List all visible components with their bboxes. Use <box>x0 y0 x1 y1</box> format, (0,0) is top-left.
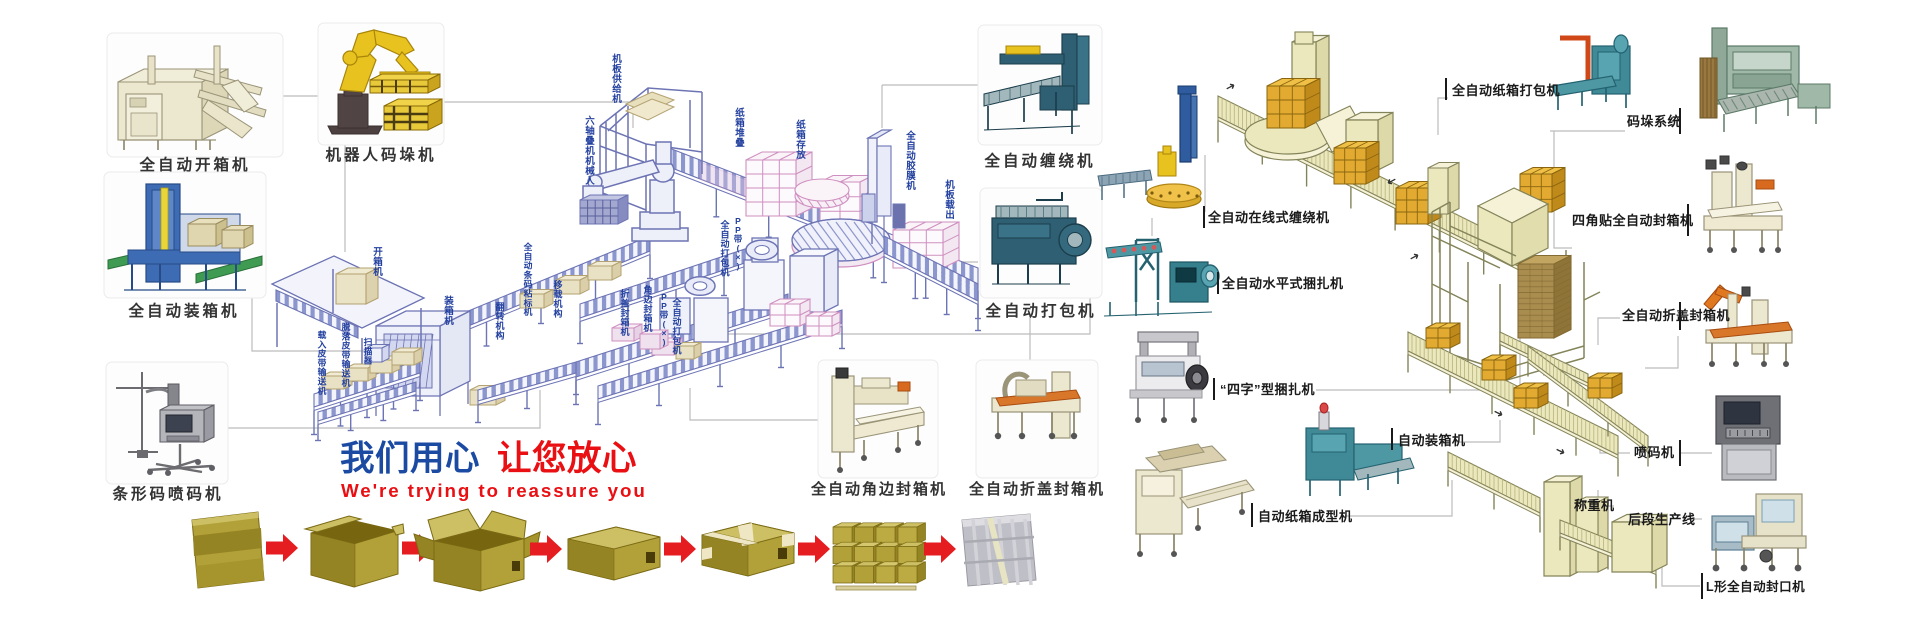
svg-text:全自动纸箱打包机: 全自动纸箱打包机 <box>1451 83 1560 98</box>
svg-text:载入皮带输送机: 载入皮带输送机 <box>317 329 327 396</box>
svg-text:全自动在线式缠绕机: 全自动在线式缠绕机 <box>1207 210 1330 225</box>
svg-text:让您放心: 让您放心 <box>497 440 637 478</box>
svg-text:全自动打包机: 全自动打包机 <box>671 297 682 356</box>
svg-text:后段生产线: 后段生产线 <box>1628 512 1696 527</box>
svg-text:扫描器: 扫描器 <box>363 336 373 366</box>
svg-text:机板供给机: 机板供给机 <box>611 53 622 105</box>
svg-text:全自动缠绕机: 全自动缠绕机 <box>983 151 1095 170</box>
svg-text:条形码喷码机: 条形码喷码机 <box>111 484 223 503</box>
svg-text:机板载出: 机板载出 <box>945 179 955 221</box>
svg-text:码垛系统: 码垛系统 <box>1627 114 1681 129</box>
svg-text:开箱机: 开箱机 <box>372 247 383 278</box>
svg-text:角边封箱机: 角边封箱机 <box>642 284 653 333</box>
svg-text:自动装箱机: 自动装箱机 <box>1398 433 1466 448</box>
svg-text:全自动折盖封箱机: 全自动折盖封箱机 <box>968 480 1105 498</box>
svg-text:“四字”型捆扎机: “四字”型捆扎机 <box>1220 382 1315 397</box>
svg-text:全自动开箱机: 全自动开箱机 <box>138 155 250 174</box>
svg-text:全自动水平式捆扎机: 全自动水平式捆扎机 <box>1221 276 1344 291</box>
svg-text:全自动折盖封箱机: 全自动折盖封箱机 <box>1621 308 1730 323</box>
svg-text:自动纸箱成型机: 自动纸箱成型机 <box>1258 509 1353 524</box>
svg-text:机器人码垛机: 机器人码垛机 <box>325 145 436 164</box>
svg-text:我们用心: 我们用心 <box>340 440 480 478</box>
svg-text:We're trying to reassure you: We're trying to reassure you <box>341 480 647 501</box>
svg-text:全自动装箱机: 全自动装箱机 <box>127 301 239 320</box>
svg-text:折盖封箱机: 折盖封箱机 <box>620 288 629 337</box>
svg-text:四角贴全自动封箱机: 四角贴全自动封箱机 <box>1572 213 1694 228</box>
svg-text:全自动条码粘标机: 全自动条码粘标机 <box>523 241 533 317</box>
svg-text:六轴叠机机械人: 六轴叠机机械人 <box>585 115 595 187</box>
svg-text:纸箱存放: 纸箱存放 <box>795 119 806 161</box>
svg-text:L形全自动封口机: L形全自动封口机 <box>1706 579 1805 594</box>
svg-text:全自动打包机: 全自动打包机 <box>719 219 730 278</box>
svg-text:全自动打包机: 全自动打包机 <box>984 301 1096 320</box>
svg-text:称重机: 称重机 <box>1574 498 1615 513</box>
svg-text:移载机构: 移载机构 <box>553 279 562 319</box>
svg-text:全自动角边封箱机: 全自动角边封箱机 <box>810 480 947 498</box>
svg-text:脱落皮带输送机: 脱落皮带输送机 <box>341 321 351 388</box>
svg-text:纸箱堆叠: 纸箱堆叠 <box>734 107 745 149</box>
svg-text:装箱机: 装箱机 <box>443 295 454 327</box>
svg-text:PP带(×): PP带(×) <box>734 216 743 271</box>
svg-text:全自动胶膜机: 全自动胶膜机 <box>905 130 916 192</box>
svg-text:翻转机构: 翻转机构 <box>495 301 504 341</box>
svg-text:喷码机: 喷码机 <box>1634 445 1675 460</box>
svg-text:PP带(×): PP带(×) <box>660 292 669 347</box>
